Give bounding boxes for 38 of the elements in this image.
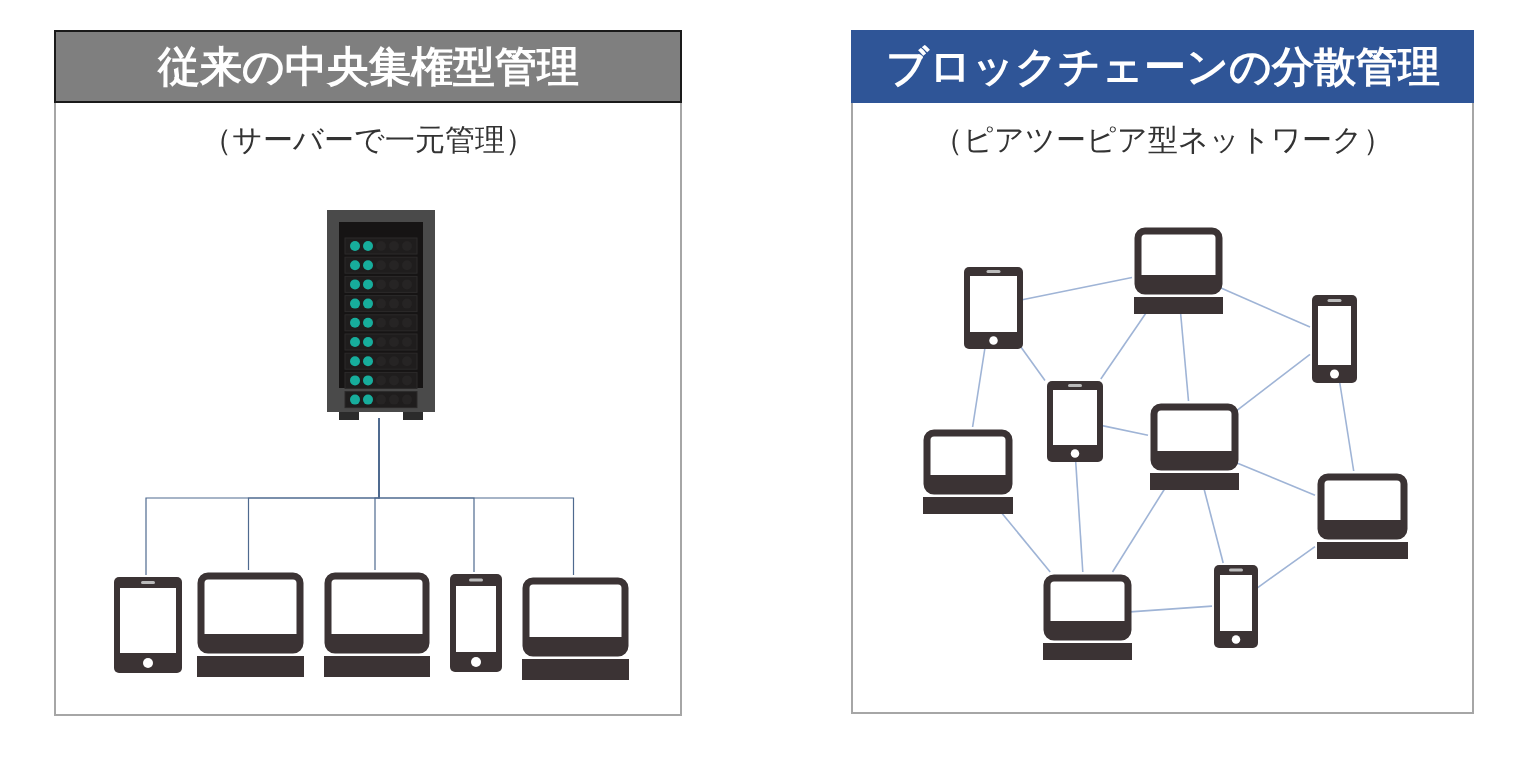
panel-heading: 従来の中央集権型管理 xyxy=(54,30,682,103)
connector-line xyxy=(1100,424,1149,436)
connector-line xyxy=(378,417,575,576)
connector-line xyxy=(1020,276,1133,301)
connector-line xyxy=(1000,511,1051,573)
connector-line xyxy=(1179,311,1190,402)
laptop-icon xyxy=(522,577,629,680)
subtitle: （ピアツーピア型ネットワーク） xyxy=(932,121,1393,159)
smartphone-icon xyxy=(1312,295,1357,383)
laptop-icon xyxy=(1134,227,1223,314)
connector-line xyxy=(1020,346,1046,382)
connector-line xyxy=(1255,545,1316,590)
panel-box xyxy=(851,30,1474,714)
laptop-icon xyxy=(1317,473,1408,559)
subtitle: （サーバーで一元管理） xyxy=(201,121,535,159)
laptop-icon xyxy=(324,572,430,677)
smartphone-icon xyxy=(450,574,502,672)
connector-line xyxy=(1074,459,1084,573)
panel-box xyxy=(54,30,682,716)
connector-line xyxy=(1220,287,1311,328)
connector-line xyxy=(1129,605,1213,613)
tablet-icon xyxy=(1047,381,1103,462)
connector-line xyxy=(1100,311,1148,380)
server-icon xyxy=(327,210,435,420)
connector-line xyxy=(1236,462,1316,496)
connector-line xyxy=(1203,487,1224,564)
connector-line xyxy=(1338,380,1355,472)
tablet-icon xyxy=(964,267,1023,349)
laptop-icon xyxy=(923,429,1013,514)
connector-line xyxy=(971,346,986,428)
connector-line xyxy=(1111,487,1166,573)
tablet-icon xyxy=(114,577,182,673)
laptop-icon xyxy=(197,572,304,677)
laptop-icon xyxy=(1150,403,1239,490)
connector-line xyxy=(1236,353,1311,412)
smartphone-icon xyxy=(1214,565,1258,648)
laptop-icon xyxy=(1043,574,1132,660)
panel-heading: ブロックチェーンの分散管理 xyxy=(851,30,1474,103)
